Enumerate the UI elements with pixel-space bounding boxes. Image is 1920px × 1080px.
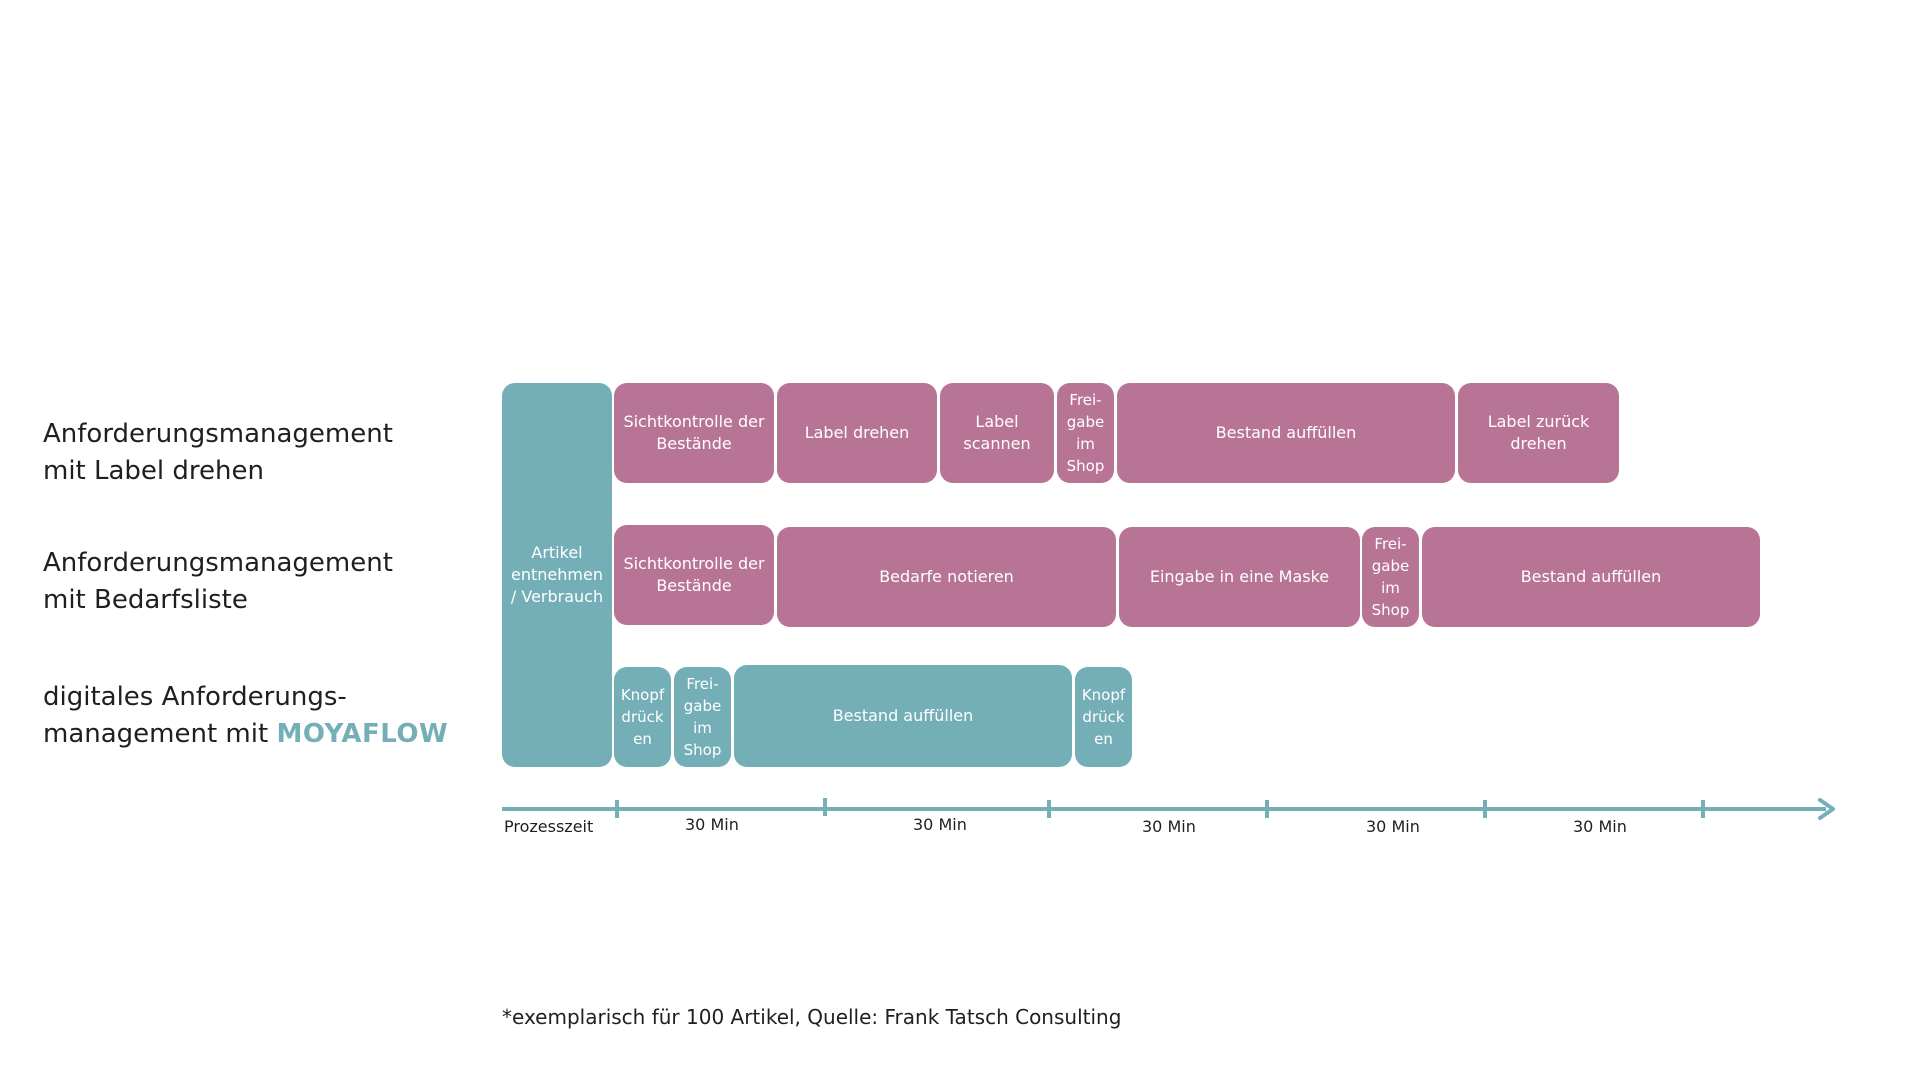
step-label: Bestand auffüllen: [1520, 567, 1662, 586]
row-label-line2: mit Bedarfsliste: [43, 585, 248, 615]
step-label: Knopf drück en: [1081, 686, 1126, 748]
step-bestand-auffuellen: Bestand auffüllen: [1422, 527, 1760, 627]
step-label: Label scannen: [963, 412, 1031, 453]
step-artikel-entnehmen: Artikel entnehmen / Verbrauch: [502, 383, 612, 767]
footnote: *exemplarisch für 100 Artikel, Quelle: F…: [502, 1005, 1122, 1029]
step-label-drehen: Label drehen: [777, 383, 937, 483]
step-label: Frei-gabe im Shop: [1371, 535, 1410, 619]
step-label: Artikel entnehmen / Verbrauch: [510, 543, 604, 606]
step-label: Label drehen: [804, 423, 910, 442]
row-label-line1: digitales Anforderungs-: [43, 682, 347, 712]
step-knopf-druecken: Knopf drück en: [614, 667, 671, 767]
step-label: Eingabe in eine Maske: [1149, 567, 1330, 586]
row-label-line1: Anforderungsmanagement: [43, 419, 393, 449]
step-label: Sichtkontrolle der Bestände: [623, 412, 765, 453]
axis-interval-label: 30 Min: [1366, 817, 1420, 836]
step-bestand-auffuellen: Bestand auffüllen: [734, 665, 1072, 767]
axis-interval-label: 30 Min: [1573, 817, 1627, 836]
step-knopf-druecken: Knopf drück en: [1075, 667, 1132, 767]
axis-interval-label: 30 Min: [1142, 817, 1196, 836]
step-label: Bestand auffüllen: [1215, 423, 1357, 442]
step-label: Knopf drück en: [620, 686, 665, 748]
step-sichtkontrolle: Sichtkontrolle der Bestände: [614, 383, 774, 483]
axis-interval-label: 30 Min: [685, 815, 739, 834]
row-label-bedarfsliste: Anforderungsmanagement mit Bedarfsliste: [43, 545, 483, 619]
step-label-scannen: Label scannen: [940, 383, 1054, 483]
step-label: Label zurück drehen: [1487, 412, 1590, 453]
axis-interval-label: 30 Min: [913, 815, 967, 834]
axis-arrowhead: [1818, 798, 1835, 820]
step-freigabe: Frei-gabe im Shop: [1362, 527, 1419, 627]
step-bestand-auffuellen: Bestand auffüllen: [1117, 383, 1455, 483]
row-label-prefix: management mit: [43, 719, 277, 749]
step-freigabe: Frei-gabe im Shop: [1057, 383, 1114, 483]
step-sichtkontrolle: Sichtkontrolle der Bestände: [614, 525, 774, 625]
step-label-zurueck-drehen: Label zurück drehen: [1458, 383, 1619, 483]
step-freigabe: Frei-gabe im Shop: [674, 667, 731, 767]
step-label: Frei-gabe im Shop: [1066, 391, 1105, 475]
brand-name: MOYAFLOW: [276, 719, 449, 749]
step-label: Sichtkontrolle der Bestände: [623, 554, 765, 595]
row-label-label-drehen: Anforderungsmanagement mit Label drehen: [43, 416, 483, 490]
step-bedarfe-notieren: Bedarfe notieren: [777, 527, 1116, 627]
row-label-line2: management mit MOYAFLOW: [43, 716, 483, 753]
step-label: Bedarfe notieren: [879, 567, 1014, 586]
step-label: Bestand auffüllen: [832, 706, 974, 725]
row-label-line1: Anforderungsmanagement: [43, 548, 393, 578]
axis-start-label: Prozesszeit: [504, 817, 594, 836]
step-label: Frei-gabe im Shop: [683, 675, 722, 759]
row-label-moyaflow: digitales Anforderungs- management mit M…: [43, 679, 483, 753]
step-eingabe-maske: Eingabe in eine Maske: [1119, 527, 1360, 627]
row-label-line2: mit Label drehen: [43, 456, 264, 486]
